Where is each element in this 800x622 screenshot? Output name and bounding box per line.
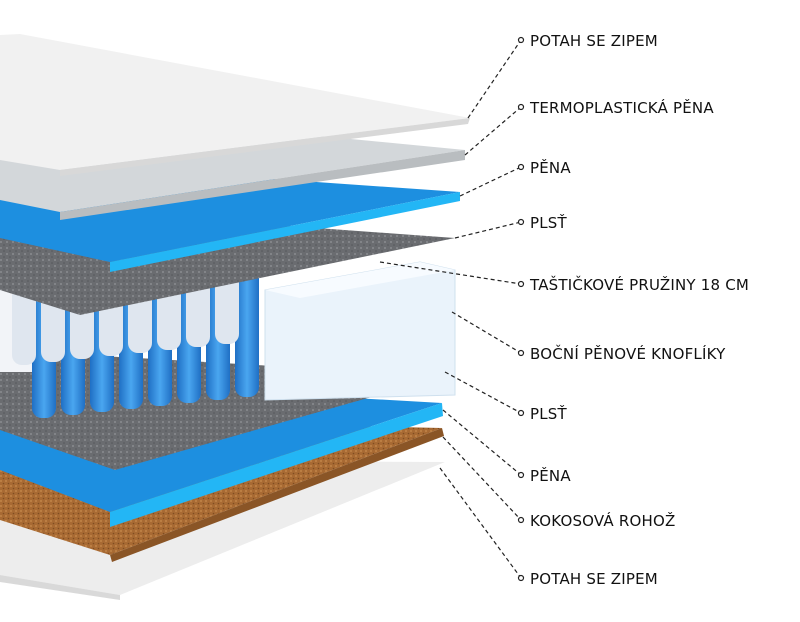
leader-dot (517, 36, 525, 44)
leader-line (444, 371, 522, 414)
leader-dot (517, 516, 525, 524)
layer-top-cover (0, 34, 470, 176)
leader-line (464, 106, 522, 156)
leader-dot (517, 280, 525, 288)
leader-line (451, 311, 522, 354)
label-pocket-springs: TAŠTIČKOVÉ PRUŽINY 18 CM (530, 276, 750, 294)
label-top-cover: POTAH SE ZIPEM (530, 32, 658, 50)
leader-line (442, 436, 522, 521)
label-side-foam-buttons: BOČNÍ PĚNOVÉ KNOFLÍKY (530, 345, 726, 363)
label-lower-felt: PLSŤ (530, 405, 567, 423)
leader-line (439, 467, 522, 579)
layer-pocket-springs (0, 249, 456, 418)
label-lower-foam: PĚNA (530, 467, 571, 485)
leader-dot (517, 163, 525, 171)
leader-line (467, 39, 522, 119)
leader-line (454, 221, 522, 239)
label-coconut-mat: KOKOSOVÁ ROHOŽ (530, 512, 676, 530)
leader-dot (517, 409, 525, 417)
label-upper-foam: PĚNA (530, 159, 571, 177)
label-thermoplastic-foam: TERMOPLASTICKÁ PĚNA (530, 99, 714, 117)
spring-coil (235, 267, 259, 397)
leader-dot (517, 471, 525, 479)
leader-line (442, 409, 522, 476)
leader-dot (517, 103, 525, 111)
leader-line (459, 166, 522, 197)
side-foam-block (264, 261, 456, 401)
leader-line (379, 261, 522, 285)
label-bottom-cover: POTAH SE ZIPEM (530, 570, 658, 588)
leader-lines (379, 36, 525, 582)
label-upper-felt: PLSŤ (530, 214, 567, 232)
leader-dot (517, 349, 525, 357)
leader-dot (517, 574, 525, 582)
leader-dot (517, 218, 525, 226)
